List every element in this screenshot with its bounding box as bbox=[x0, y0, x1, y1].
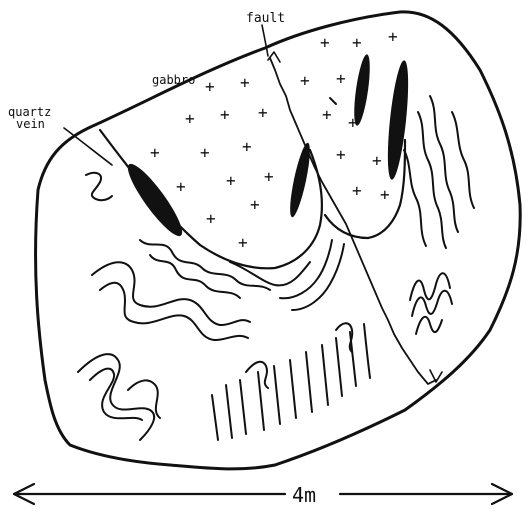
svg-text:+: + bbox=[380, 185, 390, 204]
large-fold-right bbox=[128, 380, 160, 418]
svg-text:+: + bbox=[336, 145, 346, 164]
quartz-vein-left bbox=[121, 159, 189, 242]
svg-text:+: + bbox=[205, 77, 215, 96]
svg-text:+: + bbox=[336, 69, 346, 88]
svg-text:+: + bbox=[388, 27, 398, 46]
svg-text:+: + bbox=[352, 33, 362, 52]
east-fold-4 bbox=[452, 112, 474, 208]
lineation-lines bbox=[212, 324, 370, 440]
svg-text:+: + bbox=[372, 151, 382, 170]
svg-text:+: + bbox=[322, 105, 332, 124]
small-mark bbox=[330, 98, 336, 104]
large-fold-inner bbox=[90, 369, 142, 420]
svg-text:+: + bbox=[176, 177, 186, 196]
svg-text:+: + bbox=[258, 103, 268, 122]
scale-label: 4m bbox=[292, 483, 316, 507]
svg-text:+: + bbox=[150, 143, 160, 162]
svg-text:+: + bbox=[206, 209, 216, 228]
svg-text:+: + bbox=[200, 143, 210, 162]
svg-text:+: + bbox=[185, 109, 195, 128]
svg-text:+: + bbox=[238, 233, 248, 252]
fault-label: fault bbox=[246, 11, 285, 26]
fold-band-6 bbox=[280, 240, 332, 298]
svg-text:+: + bbox=[300, 71, 310, 90]
fold-band-4 bbox=[150, 255, 240, 298]
gabbro-marks: + + + + + + + + + + + + + + + + + + + + … bbox=[150, 27, 398, 252]
svg-text:+: + bbox=[242, 137, 252, 156]
m-fold-3 bbox=[416, 317, 442, 334]
quartz-vein-label-line2: vein bbox=[16, 117, 45, 131]
east-fold-3 bbox=[404, 150, 426, 246]
svg-text:+: + bbox=[348, 113, 358, 132]
fault-label-arrow bbox=[262, 25, 268, 56]
quartz-vein-arrow bbox=[64, 128, 112, 165]
quartz-vein-middle bbox=[286, 142, 314, 219]
svg-text:+: + bbox=[240, 73, 250, 92]
svg-text:+: + bbox=[220, 105, 230, 124]
small-fold-1 bbox=[246, 362, 268, 388]
gabbro-label: gabbro bbox=[152, 73, 195, 87]
svg-text:+: + bbox=[226, 171, 236, 190]
svg-text:+: + bbox=[352, 181, 362, 200]
svg-text:+: + bbox=[320, 33, 330, 52]
svg-text:+: + bbox=[250, 195, 260, 214]
z-fold bbox=[86, 173, 112, 200]
large-fold-outer bbox=[78, 354, 154, 440]
m-fold-1 bbox=[410, 273, 450, 300]
svg-text:+: + bbox=[264, 167, 274, 186]
